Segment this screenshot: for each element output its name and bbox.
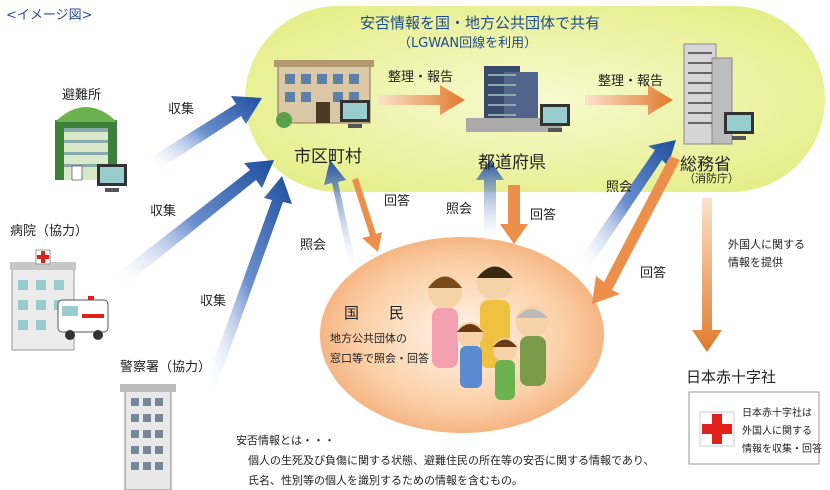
family-illustration bbox=[428, 264, 548, 400]
ministry-monitor-icon bbox=[724, 112, 754, 140]
foreigner-info-line2: 情報を提供 bbox=[728, 256, 783, 269]
prefecture-building-illustration bbox=[466, 66, 562, 132]
collect-arrow-3 bbox=[205, 176, 292, 390]
red-cross-card bbox=[688, 391, 820, 465]
hospital-label: 病院（協力） bbox=[10, 224, 89, 239]
foreigner-info-line1: 外国人に関する bbox=[728, 238, 805, 251]
prefecture-monitor-icon bbox=[540, 104, 570, 132]
municipality-label: 市区町村 bbox=[294, 147, 362, 167]
prefecture-label: 都道府県 bbox=[478, 153, 546, 173]
collect-label-2: 収集 bbox=[150, 204, 177, 219]
citizens-title: 国 民 bbox=[344, 304, 405, 322]
inquiry-label-3: 照会 bbox=[606, 180, 633, 195]
report-arrow-2 bbox=[585, 85, 673, 115]
answer-label-1: 回答 bbox=[384, 194, 411, 209]
answer-label-2: 回答 bbox=[530, 208, 557, 223]
red-cross-note-line2: 外国人に関する bbox=[742, 426, 812, 437]
collect-label-3: 収集 bbox=[200, 294, 227, 309]
header-label: <イメージ図> bbox=[6, 8, 93, 23]
share-subtitle: （LGWAN回線を利用） bbox=[398, 36, 538, 51]
citizens-line1: 地方公共団体の bbox=[330, 332, 407, 345]
red-cross-note-line1: 日本赤十字社は bbox=[742, 408, 812, 419]
share-title: 安否情報を国・地方公共団体で共有 bbox=[360, 14, 601, 32]
definition-line1: 安否情報とは・・・ bbox=[236, 434, 335, 447]
ministry-label: 総務省 bbox=[680, 155, 731, 175]
report-label-1: 整理・報告 bbox=[388, 70, 454, 85]
definition-line2: 個人の生死及び負傷に関する状態、避難住民の所在等の安否に関する情報であり、 bbox=[248, 454, 655, 467]
evac-monitor-icon bbox=[97, 164, 127, 192]
collect-label-1: 収集 bbox=[168, 102, 195, 117]
report-label-2: 整理・報告 bbox=[598, 74, 664, 89]
answer-arrow-1 bbox=[352, 178, 382, 252]
inquiry-arrow-1 bbox=[324, 160, 356, 268]
inquiry-label-2: 照会 bbox=[446, 202, 473, 217]
inquiry-arrow-2 bbox=[476, 160, 504, 240]
provide-arrow bbox=[692, 198, 722, 352]
red-cross-label: 日本赤十字社 bbox=[686, 368, 777, 386]
answer-label-3: 回答 bbox=[640, 266, 667, 281]
answer-arrow-3 bbox=[592, 156, 680, 304]
definition-line3: 氏名、性別等の個人を識別するための情報を含むもの。 bbox=[248, 474, 523, 487]
report-arrow-1 bbox=[378, 85, 465, 115]
inquiry-label-1: 照会 bbox=[300, 238, 327, 253]
ambulance-illustration bbox=[57, 296, 109, 340]
answer-arrow-2 bbox=[500, 185, 528, 244]
police-building-illustration bbox=[120, 384, 176, 490]
municipality-monitor-icon bbox=[340, 100, 370, 128]
ministry-sub-label: （消防庁） bbox=[684, 172, 739, 185]
collect-arrow-2 bbox=[115, 160, 274, 287]
red-cross-note-line3: 情報を収集・回答 bbox=[742, 444, 822, 455]
collect-arrow-1 bbox=[150, 96, 262, 170]
inquiry-arrow-3 bbox=[578, 140, 676, 270]
citizens-line2: 窓口等で照会・回答 bbox=[330, 352, 429, 365]
evacuation-center-label: 避難所 bbox=[62, 88, 102, 103]
police-label: 警察署（協力） bbox=[120, 360, 212, 375]
